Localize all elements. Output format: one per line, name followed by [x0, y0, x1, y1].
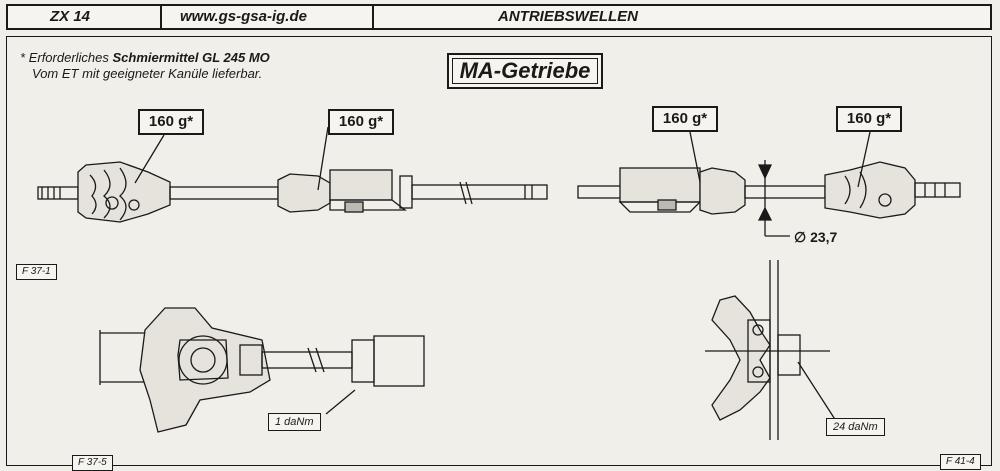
model-label: ZX 14 [50, 8, 91, 25]
figure-ref-bottom-right: F 41-4 [940, 454, 981, 470]
right-drive-shaft [577, 160, 961, 237]
website-label: www.gs-gsa-ig.de [180, 8, 307, 25]
note-lubricant-name: Schmiermittel GL 245 MO [112, 50, 270, 65]
grease-callout-left-inner: 160 g* [328, 109, 394, 135]
grease-callout-left-outer: 160 g* [138, 109, 204, 135]
section-title: ANTRIEBSWELLEN [498, 8, 638, 25]
figure-ref-top: F 37-1 [16, 264, 57, 280]
note-line2: Vom ET mit geeigneter Kanüle lieferbar. [32, 66, 263, 81]
grease-callout-right-inner: 160 g* [652, 106, 718, 132]
note-asterisk: * [20, 50, 26, 65]
header-divider [160, 6, 162, 28]
drawing-frame [6, 36, 992, 466]
header-bar: ZX 14 www.gs-gsa-ig.de ANTRIEBSWELLEN [6, 4, 992, 30]
lubricant-note: * Erforderliches Schmiermittel GL 245 MO… [20, 50, 270, 82]
grease-callout-right-outer: 160 g* [836, 106, 902, 132]
header-divider [372, 6, 374, 28]
figure-ref-bottom-left: F 37-5 [72, 455, 113, 471]
left-drive-shaft [37, 161, 548, 223]
gearbox-title: MA-Getriebe [447, 53, 603, 89]
note-line1-prefix: Erforderliches [28, 50, 113, 65]
torque-label-right: 24 daNm [826, 418, 885, 436]
torque-label-left: 1 daNm [268, 413, 321, 431]
diameter-dimension: ∅ 23,7 [794, 229, 838, 245]
differential-assembly [99, 307, 425, 433]
wheel-hub-assembly [705, 260, 839, 440]
